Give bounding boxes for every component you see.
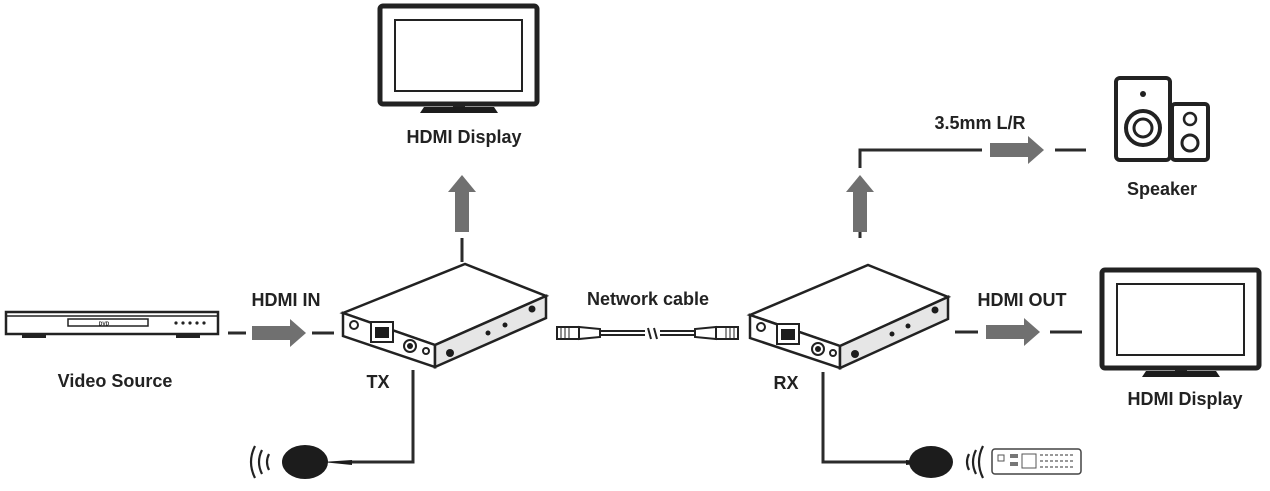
tx-transmitter-icon bbox=[339, 262, 550, 369]
hdmi-display-top-label: HDMI Display bbox=[406, 127, 521, 147]
network-cable-label: Network cable bbox=[587, 289, 709, 309]
hdmi-display-right-icon bbox=[1099, 267, 1262, 377]
tx-ir-cable bbox=[352, 370, 415, 464]
dvd-logo-text: DVD bbox=[99, 322, 110, 328]
video-source-label: Video Source bbox=[58, 371, 173, 391]
rx-receiver-icon bbox=[746, 263, 952, 370]
rx-ir-cable bbox=[821, 372, 906, 464]
video-source-dvd-icon bbox=[4, 310, 220, 338]
hdmi-in-arrow bbox=[228, 319, 334, 347]
speaker-icon bbox=[1114, 76, 1210, 162]
ir-wave-icon bbox=[965, 445, 984, 479]
network-cable-icon bbox=[556, 325, 739, 341]
ir-sensor-icon bbox=[282, 445, 352, 479]
hdmi-in-label: HDMI IN bbox=[252, 290, 321, 310]
hdmi-out-arrow bbox=[955, 318, 1082, 346]
hdmi-display-top-icon bbox=[377, 3, 540, 113]
ir-wave-icon bbox=[249, 445, 270, 479]
tx-hdmi-loop-arrow bbox=[448, 175, 476, 262]
hdmi-out-label: HDMI OUT bbox=[978, 290, 1067, 310]
remote-control-icon bbox=[991, 448, 1082, 475]
speaker-label: Speaker bbox=[1127, 179, 1197, 199]
hdmi-display-right-label: HDMI Display bbox=[1127, 389, 1242, 409]
rx-label: RX bbox=[773, 373, 798, 393]
audio-out-label: 3.5mm L/R bbox=[934, 113, 1025, 133]
audio-out-arrow bbox=[846, 136, 1086, 238]
ir-sensor-icon bbox=[906, 446, 953, 478]
tx-label: TX bbox=[366, 372, 389, 392]
